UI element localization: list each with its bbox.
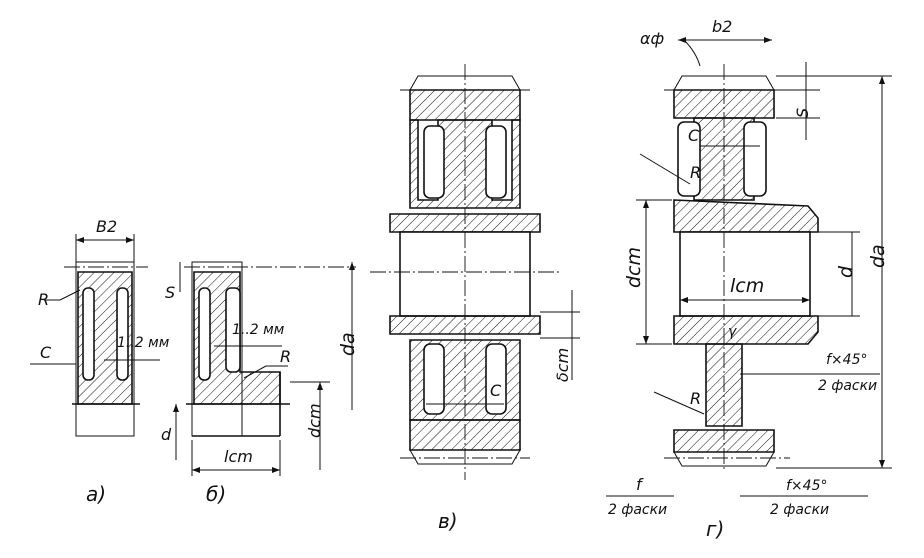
figure-v: C δcm в) xyxy=(370,64,580,533)
gear-b-dcm-label: dcm xyxy=(305,403,324,438)
gear-g-hub-top xyxy=(673,199,819,233)
gear-a-c-label: C xyxy=(40,343,52,362)
figure-b: 1..2 мм R lcm dcm da б) xyxy=(184,261,359,506)
gear-a-s-label: S xyxy=(165,283,175,302)
gear-b-da-label: da xyxy=(337,332,359,356)
gear-b-recess-left xyxy=(198,287,211,381)
gear-b-lcm-label: lcm xyxy=(224,447,253,466)
gear-b-recess-right xyxy=(225,287,241,373)
gear-a-r-label: R xyxy=(38,290,49,309)
gear-g-bore xyxy=(679,231,811,317)
figure-g-caption: г) xyxy=(706,517,724,541)
gear-g-gamma-label: γ xyxy=(728,324,737,340)
gear-a-d-label: d xyxy=(161,425,172,444)
gear-b-r-label: R xyxy=(280,347,291,366)
gear-g-chamfers-right-label: 2 фаски xyxy=(818,378,877,394)
gear-v-delta-label: δcm xyxy=(553,348,572,382)
gear-g-chamfers-left-label: 2 фаски xyxy=(608,502,667,518)
gear-g-da-label: da xyxy=(867,244,889,268)
gear-v-c-label: C xyxy=(490,381,502,400)
figure-a-caption: а) xyxy=(86,482,106,506)
gear-a-b2-label: B2 xyxy=(96,217,117,236)
figure-v-caption: в) xyxy=(438,509,458,533)
gear-a-recess-left xyxy=(82,287,95,381)
gear-g-hub-bottom xyxy=(673,315,819,345)
gear-g-c-label: C xyxy=(688,126,700,145)
gear-g-r-bottom-label: R xyxy=(690,389,701,408)
gear-g-lcm-label: lcm xyxy=(730,275,764,297)
gear-g-f-label: f xyxy=(636,475,644,494)
gear-g-angle-label: αф xyxy=(640,29,664,48)
gear-g-r-top-label: R xyxy=(690,163,701,182)
gear-g-chamfer-bottom-label: f×45° xyxy=(786,478,827,494)
gear-g-d-label: d xyxy=(835,265,857,278)
figure-a: B2 R C 1..2 мм S d а) xyxy=(30,217,181,506)
figure-g: αф b2 S C R dcm lcm d xyxy=(606,17,892,541)
gear-g-s-label: S xyxy=(793,108,812,118)
gear-a-outline xyxy=(75,261,135,437)
gear-g-chamfers-bottom-label: 2 фаски xyxy=(770,502,829,518)
gear-g-chamfer-right-label: f×45° xyxy=(826,352,867,368)
gear-b-gap-label: 1..2 мм xyxy=(232,322,285,338)
gear-a-gap-label: 1..2 мм xyxy=(117,335,170,351)
figure-b-caption: б) xyxy=(206,482,226,506)
gear-a-recess-right xyxy=(116,287,129,381)
gear-g-dcm-label: dcm xyxy=(623,247,645,288)
gear-g-b2-label: b2 xyxy=(712,17,732,36)
